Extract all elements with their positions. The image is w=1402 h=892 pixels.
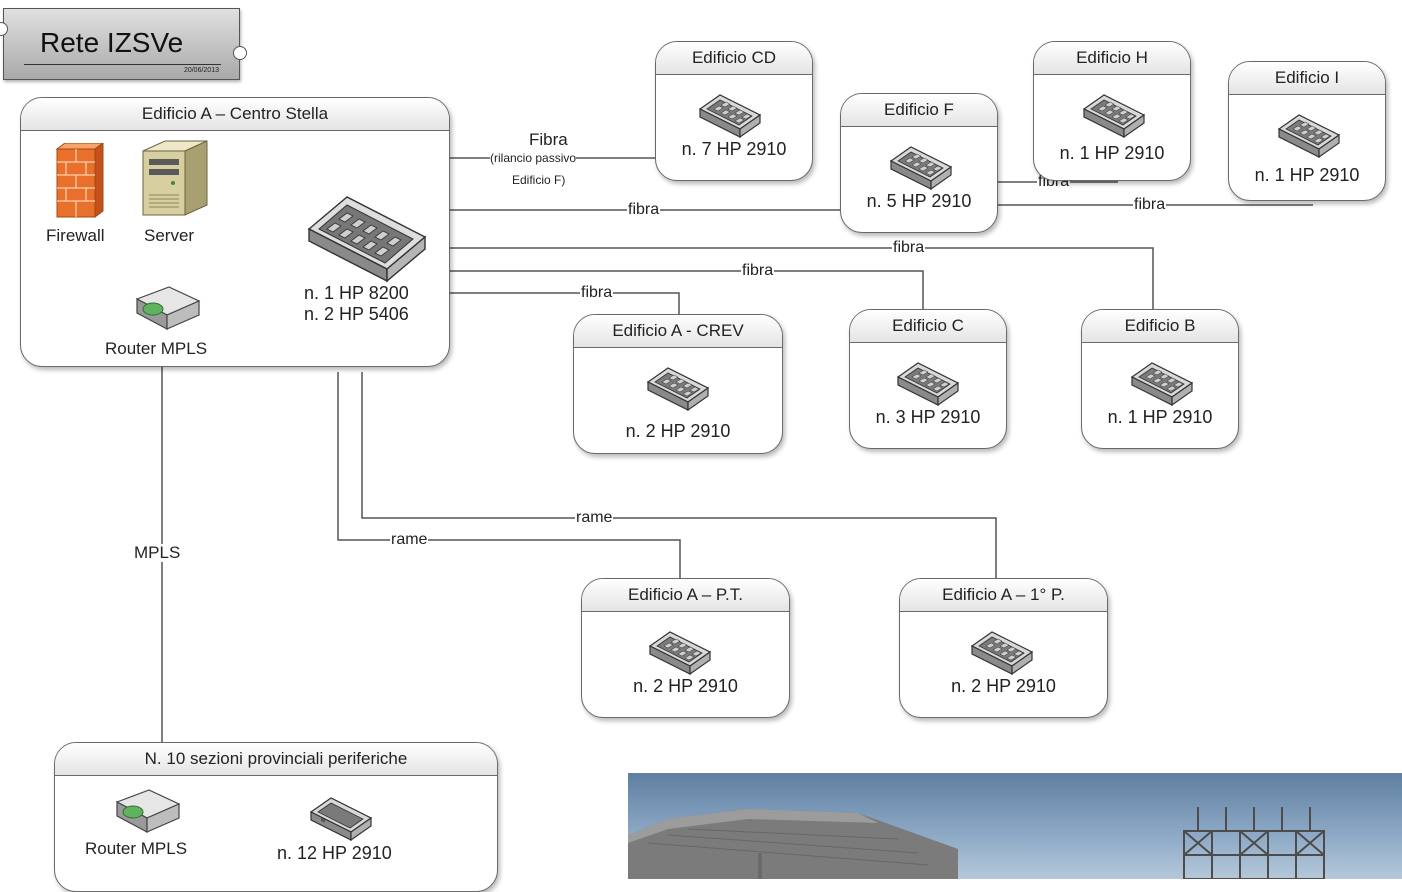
building-f-count: n. 5 HP 2910 [841,191,997,212]
building-i-count: n. 1 HP 2910 [1229,165,1385,186]
firewall-label: Firewall [46,226,105,246]
building-a-crev-count: n. 2 HP 2910 [574,421,782,442]
building-cd-count: n. 7 HP 2910 [656,139,812,160]
title-underline [24,64,221,65]
building-a-pt-count: n. 2 HP 2910 [582,676,789,697]
building-b: Edificio B n. 1 HP 2910 [1081,309,1239,449]
switch-icon [1130,361,1194,407]
building-a-1p: Edificio A – 1° P. n. 2 HP 2910 [899,578,1108,718]
core-building-box: Edificio A – Centro Stella Firewall [20,97,450,367]
photo-scene [628,773,1402,879]
core-building-header: Edificio A – Centro Stella [21,98,449,131]
switch-icon [1082,93,1146,139]
building-b-header: Edificio B [1082,310,1238,343]
switch-icon [698,93,762,139]
peripheral-switch-count: n. 12 HP 2910 [277,843,392,864]
link-label-rame-pt: rame [390,531,428,549]
link-label-fibra-cd-note1: (rilancio passivo [490,151,576,166]
server-icon [139,139,211,219]
building-i-header: Edificio I [1229,62,1385,95]
diagram-title-tag: Rete IZSVe 20/06/2013 [3,8,240,80]
peripheral-router-label: Router MPLS [85,839,187,859]
building-c-count: n. 3 HP 2910 [850,407,1006,428]
building-c: Edificio C n. 3 HP 2910 [849,309,1007,449]
link-fibra-c [450,271,923,309]
core-switch-icon [305,193,429,285]
server-label: Server [144,226,194,246]
building-i: Edificio I n. 1 HP 2910 [1228,61,1386,201]
firewall-icon [51,143,107,219]
building-cd-header: Edificio CD [656,42,812,75]
building-a-pt: Edificio A – P.T. n. 2 HP 2910 [581,578,790,718]
core-switch-line2: n. 2 HP 5406 [304,304,409,325]
switch-icon [970,630,1034,676]
diagram-date: 20/06/2013 [184,67,219,74]
peripheral-switch-icon [309,796,373,842]
link-label-fibra-f: fibra [627,201,660,219]
building-a-crev-header: Edificio A - CREV [574,315,782,348]
building-h-count: n. 1 HP 2910 [1034,143,1190,164]
link-label-fibra-i: fibra [1133,196,1166,214]
building-f: Edificio F n. 5 HP 2910 [840,93,998,233]
switch-icon [648,630,712,676]
building-photo [628,773,1402,879]
title-right-notch [233,46,247,60]
building-cd: Edificio CD n. 7 HP 2910 [655,41,813,181]
building-b-count: n. 1 HP 2910 [1082,407,1238,428]
link-label-fibra-cd-note2: Edificio F) [512,173,565,188]
building-a-1p-header: Edificio A – 1° P. [900,579,1107,612]
switch-icon [646,366,710,412]
building-f-header: Edificio F [841,94,997,127]
link-label-rame-1p: rame [575,509,613,527]
link-label-fibra-c: fibra [741,262,774,280]
switch-icon [1277,113,1341,159]
building-h-header: Edificio H [1034,42,1190,75]
switch-icon [889,145,953,191]
peripheral-sections-header: N. 10 sezioni provinciali periferiche [55,743,497,776]
building-a-crev: Edificio A - CREV n. 2 HP 2910 [573,314,783,454]
router-icon [135,285,201,333]
link-label-fibra-b: fibra [892,239,925,257]
link-label-fibra-crev: fibra [580,284,613,302]
link-fibra-b [450,248,1153,309]
building-c-header: Edificio C [850,310,1006,343]
link-label-fibra-cd-title: Fibra [528,131,569,149]
switch-icon [896,361,960,407]
core-switch-line1: n. 1 HP 8200 [304,283,409,304]
link-label-mpls: MPLS [133,544,181,562]
building-a-pt-header: Edificio A – P.T. [582,579,789,612]
link-fibra-crev [450,293,679,314]
building-h: Edificio H n. 1 HP 2910 [1033,41,1191,181]
core-router-label: Router MPLS [105,339,207,359]
peripheral-sections-box: N. 10 sezioni provinciali periferiche Ro… [54,742,498,892]
diagram-title: Rete IZSVe [40,27,183,59]
building-a-1p-count: n. 2 HP 2910 [900,676,1107,697]
peripheral-router-icon [115,788,181,836]
